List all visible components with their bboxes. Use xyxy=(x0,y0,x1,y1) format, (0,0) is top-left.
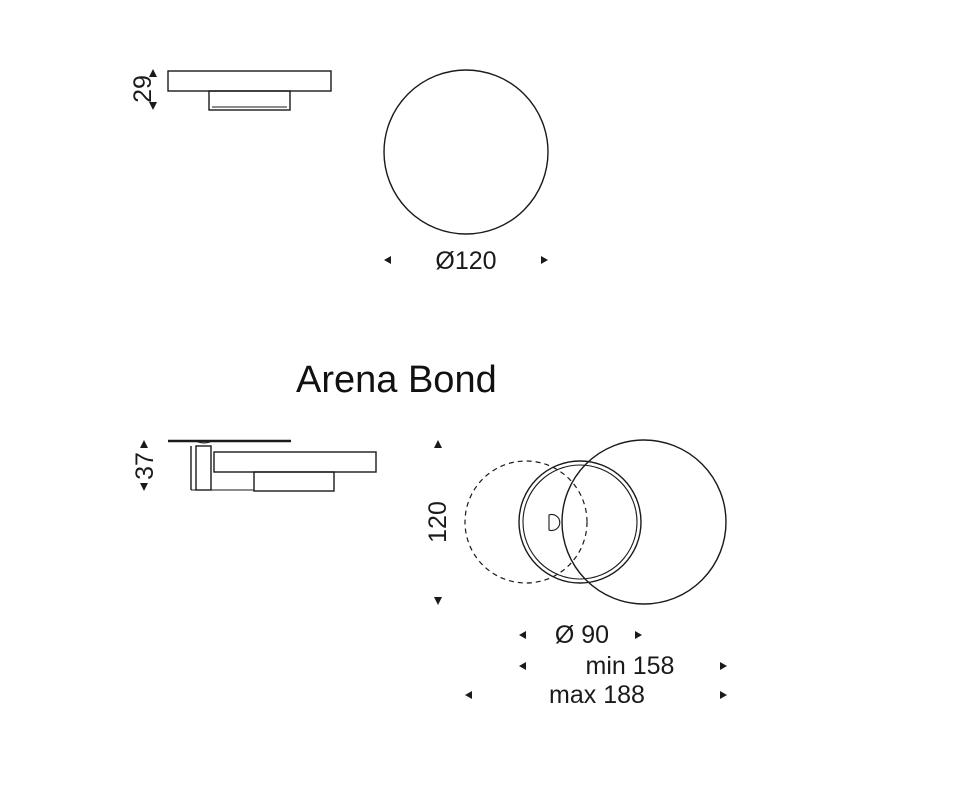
arrow-down-icon xyxy=(434,597,442,605)
arrow-left-icon xyxy=(384,256,391,264)
single-tabletop-plan xyxy=(383,69,549,235)
single-table-side-view xyxy=(167,70,332,111)
pivot-base-icon xyxy=(548,513,561,532)
single-base-side xyxy=(208,90,291,111)
single-height-label: 29 xyxy=(129,75,157,103)
arrow-right-icon xyxy=(720,691,727,699)
small-tabletop-plan-inner xyxy=(522,464,638,580)
arrow-up-icon xyxy=(434,440,442,448)
single-tabletop-side xyxy=(167,70,332,92)
arrow-up-icon xyxy=(140,440,148,448)
single-height-dimension: 29 xyxy=(129,69,157,110)
lower-tabletop-side xyxy=(213,451,377,473)
upper-top-bracket xyxy=(195,440,213,444)
single-diameter-label: Ø120 xyxy=(435,247,496,275)
bond-min-width-dimension: min 158 xyxy=(519,652,727,680)
arrow-up-icon xyxy=(149,69,157,77)
bond-height-label: 37 xyxy=(131,452,159,480)
bond-max-width-label: max 188 xyxy=(549,681,645,709)
arrow-left-icon xyxy=(519,662,526,670)
arrow-left-icon xyxy=(465,691,472,699)
product-title: Arena Bond xyxy=(296,359,497,401)
lower-base-side xyxy=(253,471,335,492)
bond-diameter-label: Ø 90 xyxy=(555,621,609,649)
bond-height-dimension: 37 xyxy=(131,440,159,491)
bond-table-plan-view xyxy=(464,439,727,605)
bond-min-width-label: min 158 xyxy=(586,652,675,680)
arrow-left-icon xyxy=(519,631,526,639)
arrow-right-icon xyxy=(720,662,727,670)
arrow-down-icon xyxy=(140,483,148,491)
arrow-right-icon xyxy=(541,256,548,264)
small-tabletop-plan-outer xyxy=(518,460,642,584)
upper-column-side xyxy=(195,445,212,491)
bond-table-side-view xyxy=(168,439,377,492)
bond-diameter-dimension: Ø 90 xyxy=(519,621,642,649)
bond-depth-label: 120 xyxy=(424,501,452,543)
arrow-right-icon xyxy=(635,631,642,639)
single-diameter-dimension: Ø120 xyxy=(384,247,548,275)
bond-depth-dimension: 120 xyxy=(424,440,452,605)
bond-max-width-dimension: max 188 xyxy=(465,681,727,709)
swivel-position-dashed-circle xyxy=(464,460,588,584)
large-tabletop-plan xyxy=(561,439,727,605)
arrow-down-icon xyxy=(149,102,157,110)
